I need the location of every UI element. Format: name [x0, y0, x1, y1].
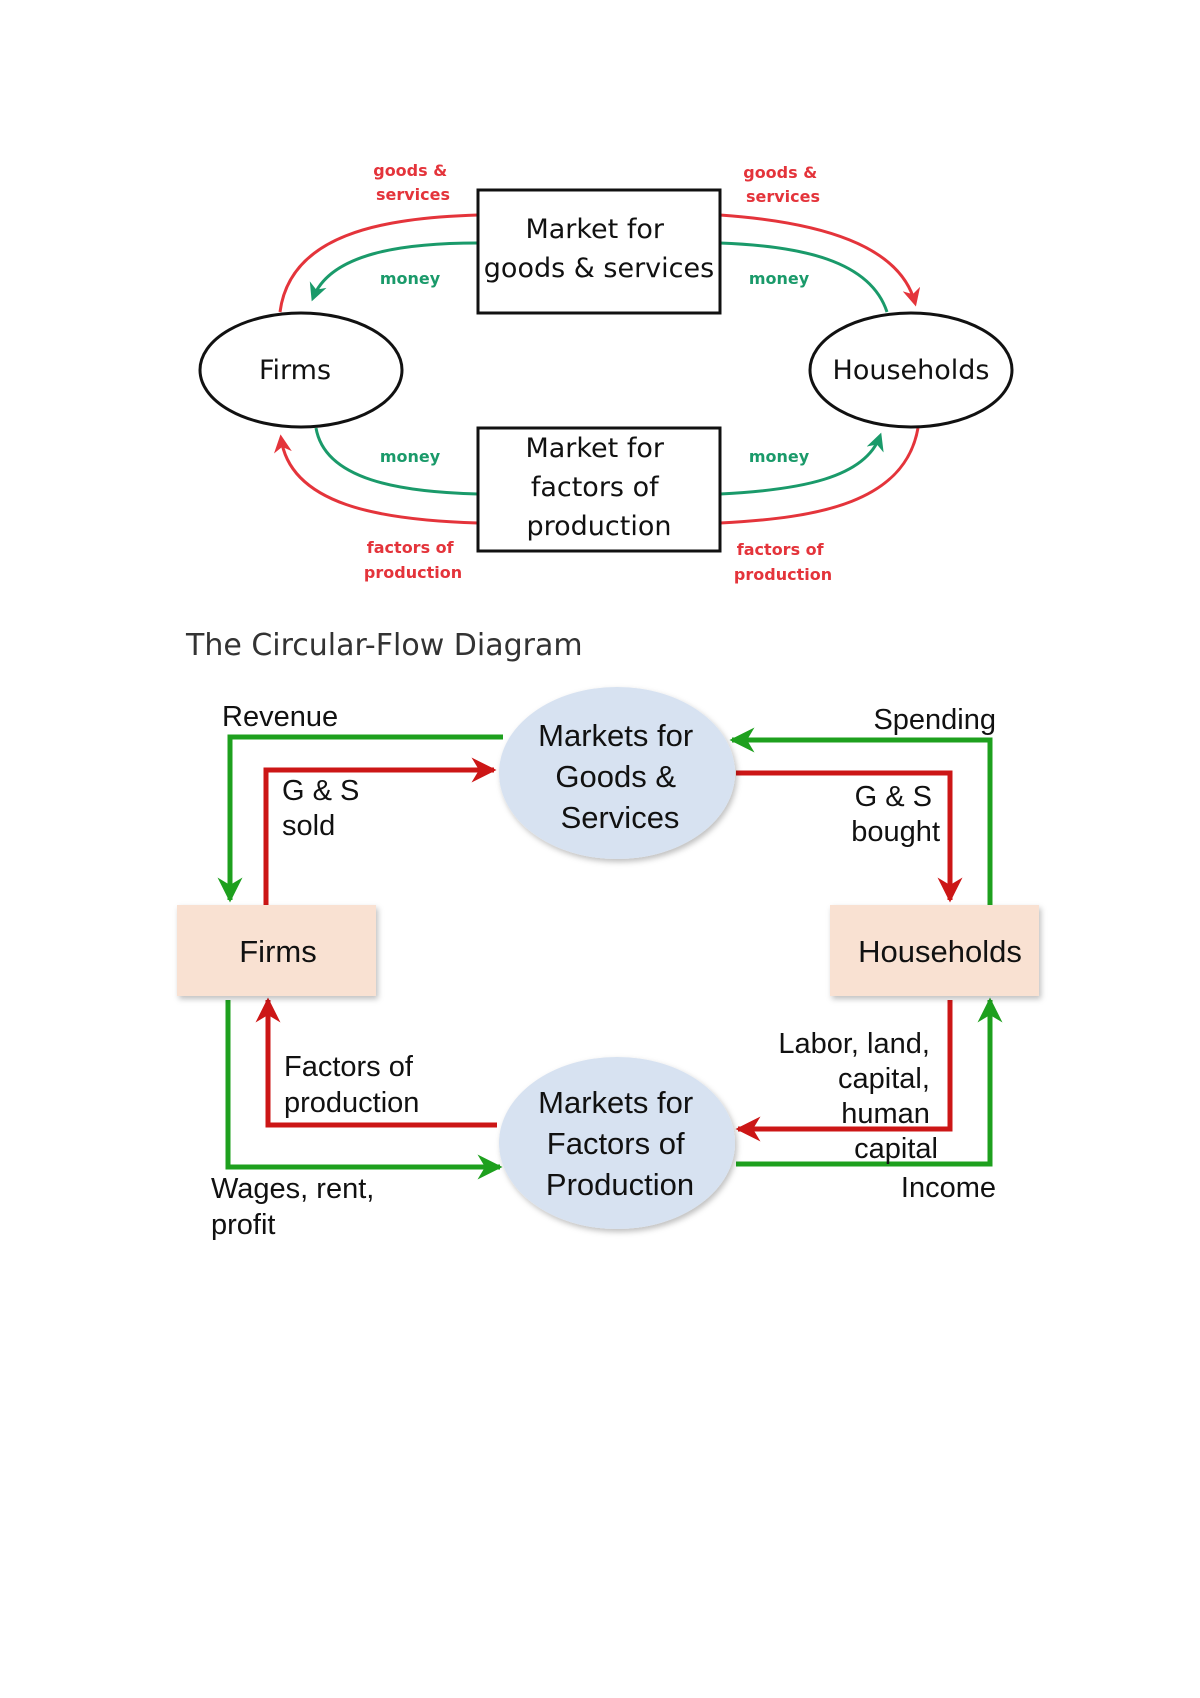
market-goods-line-1: Market for [525, 214, 664, 245]
gs-sold-flow-arrow [263, 757, 497, 905]
money-flow-arrow-top-right [719, 241, 889, 313]
market-factors-line-1: Market for [525, 433, 664, 464]
svg-text:Market for factors of: Market for factors of production [525, 433, 672, 542]
gs-sold-line-2: sold [282, 810, 335, 842]
labor-line-3: human [841, 1098, 930, 1130]
svg-text:goods & services: goods & services [743, 163, 823, 206]
svg-text:Markets for Goods & Se: Markets for Goods & Services [538, 718, 702, 835]
gs-bought-line-1: G & S [855, 781, 932, 813]
gs-bought-flow-arrow [736, 770, 963, 903]
market-goods-line-2: goods & services [484, 253, 714, 284]
wages-line-2: profit [211, 1209, 275, 1241]
goods-flow-arrow-left [278, 213, 479, 313]
circular-flow-diagram-1: Market for goods & services Firms Househ… [198, 161, 1014, 584]
households-box [830, 905, 1039, 996]
money-label-bottom-left: money [380, 447, 441, 466]
revenue-flow-arrow [217, 734, 503, 903]
market-factors-line-3: production [527, 511, 672, 542]
labor-line-4: capital [854, 1133, 938, 1165]
money-label-top-right: money [749, 269, 810, 288]
firms-box [177, 905, 376, 996]
wages-line-1: Wages, rent, [211, 1173, 374, 1205]
factors-left-line-1: factors of [367, 538, 455, 557]
svg-text:G & S sold: G & S sold [282, 775, 367, 842]
market-goods-line-3: Services [561, 800, 680, 835]
svg-text:factors of production: factors of production [364, 538, 462, 582]
spending-label: Spending [873, 704, 996, 736]
gs-sold-line-1: G & S [282, 775, 359, 807]
svg-text:Factors of production: Factors of production [284, 1051, 421, 1119]
goods-left-line-1: goods & [373, 161, 447, 180]
income-flow-arrow [736, 997, 1003, 1167]
factors-flow-arrow-left [274, 434, 479, 525]
diagram-caption: The Circular-Flow Diagram [186, 628, 583, 663]
money-label-top-left: money [380, 269, 441, 288]
market-factors-line-3: Production [546, 1167, 694, 1202]
market-factors-line-2: Factors of [547, 1126, 685, 1161]
spending-flow-arrow [729, 727, 993, 905]
market-factors-node [499, 1057, 735, 1229]
firms-node [198, 311, 404, 429]
wages-flow-arrow [225, 1000, 503, 1180]
market-factors-line-2: factors of [531, 472, 660, 503]
factors-flow-arrow [255, 997, 497, 1128]
firms-box-label: Firms [239, 934, 316, 969]
revenue-label: Revenue [222, 701, 338, 733]
factors-right-line-1: factors of [737, 540, 825, 559]
market-factors-box [476, 426, 722, 553]
households-node [808, 311, 1014, 429]
goods-right-line-2: services [746, 187, 820, 206]
svg-text:Markets for Factors of: Markets for Factors of Production [538, 1085, 702, 1202]
gs-bought-line-2: bought [851, 816, 940, 848]
labor-flow-arrow [735, 1000, 953, 1142]
svg-text:goods & services: goods & services [373, 161, 453, 204]
market-goods-line-2: Goods & [555, 759, 676, 794]
firms-label: Firms [259, 355, 331, 386]
goods-left-line-2: services [376, 185, 450, 204]
goods-right-line-1: goods & [743, 163, 817, 182]
svg-text:Market for goods & service: Market for goods & services [484, 214, 714, 284]
factors-line-2: production [284, 1087, 419, 1119]
svg-text:factors of production: factors of production [734, 540, 832, 584]
goods-flow-arrow-right [719, 213, 921, 307]
money-label-bottom-right: money [749, 447, 810, 466]
money-flow-arrow-top-left [309, 241, 479, 302]
circular-flow-diagram-2: Markets for Goods & Services Markets for… [177, 687, 1039, 1241]
market-goods-line-1: Markets for [538, 718, 693, 753]
market-factors-line-1: Markets for [538, 1085, 693, 1120]
factors-flow-arrow-right [719, 427, 920, 525]
households-label: Households [833, 355, 990, 386]
svg-text:G & S bought: G & S bought [851, 781, 940, 848]
income-label: Income [901, 1172, 996, 1204]
factors-right-line-2: production [734, 565, 832, 584]
money-flow-arrow-bottom-left [314, 427, 479, 496]
labor-line-1: Labor, land, [778, 1028, 930, 1060]
factors-left-line-2: production [364, 563, 462, 582]
svg-text:Wages, rent, profit: Wages, rent, profit [211, 1173, 382, 1241]
factors-line-1: Factors of [284, 1051, 414, 1083]
market-goods-node [499, 687, 735, 859]
money-flow-arrow-bottom-right [719, 432, 884, 496]
market-goods-box [476, 188, 722, 315]
svg-text:Labor, land, capital,: Labor, land, capital, human capital [778, 1028, 938, 1165]
labor-line-2: capital, [838, 1063, 930, 1095]
households-box-label: Households [858, 934, 1022, 969]
